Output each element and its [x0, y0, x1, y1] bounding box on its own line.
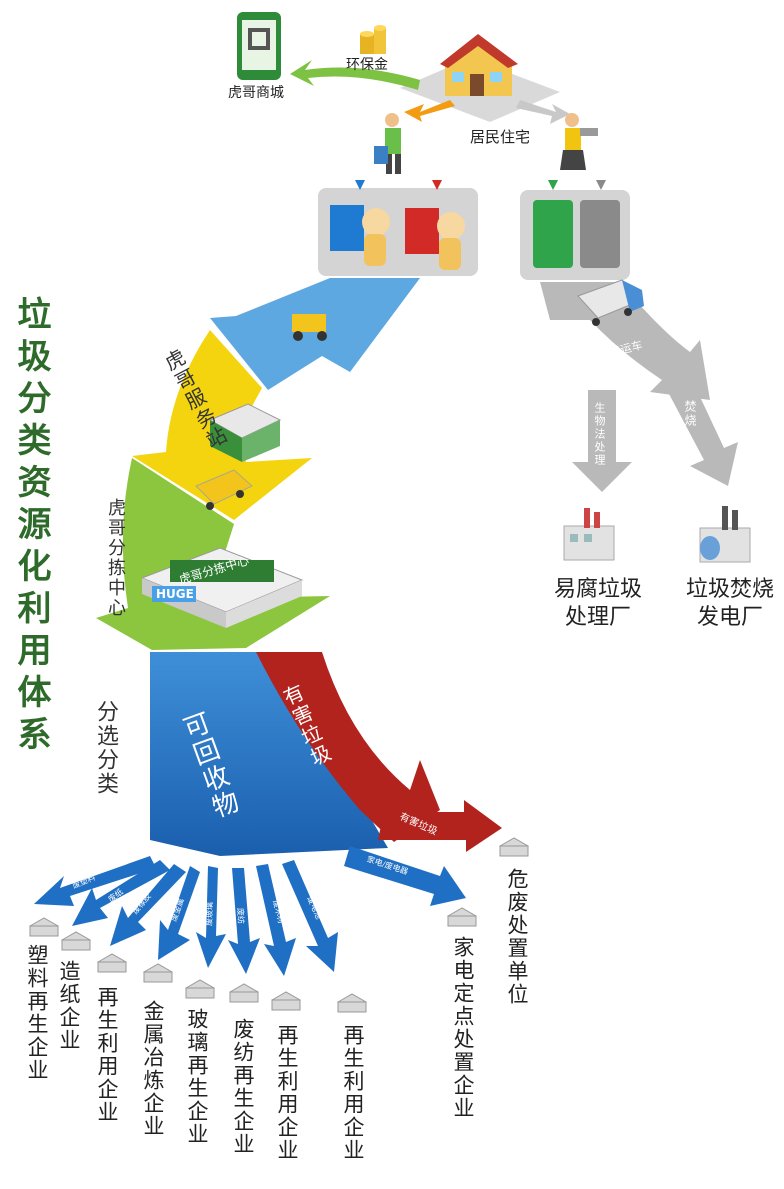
dest-textile: 废纺再生企业 [231, 1018, 255, 1156]
incinerator-plant-label: 垃圾焚烧发电厂 [685, 577, 774, 630]
incineration-label: 焚烧 [683, 400, 697, 428]
sorting-center-building-icon [140, 547, 304, 628]
biological-arrow [572, 390, 632, 492]
orange-arrow [404, 100, 455, 122]
biological-label: 生物法处理 [593, 402, 606, 467]
deposit-label: 环保金 [346, 57, 388, 73]
appliance-branch-arrow [344, 846, 466, 906]
house-icon [440, 34, 518, 96]
sanitation-truck-icon [577, 279, 644, 326]
light-blue-arrow [210, 278, 420, 390]
branch-arrow-label: 废玻璃 [204, 901, 215, 927]
red-bin-icon [405, 208, 439, 254]
gray-bin-icon [580, 200, 620, 268]
blue-bin-icon [330, 205, 364, 251]
sorting-center-label: 虎哥分拣中心 [105, 498, 126, 618]
diagram-title: 垃圾分类资源化利用体系 [11, 296, 51, 758]
dest-battery: 再生利用企业 [341, 1024, 365, 1162]
destination-building-icons [28, 837, 530, 1013]
deposit-arrow [290, 60, 420, 90]
branch-arrow-label: 废纺 [235, 907, 246, 925]
dest-rubber: 再生利用企业 [95, 986, 119, 1124]
dest-hazardous: 危废处置单位 [505, 868, 529, 1006]
blue-main-arrow [150, 652, 388, 856]
sort-classify-label: 分选分类 [93, 700, 118, 796]
tricycle-icon [292, 314, 327, 341]
van-icon [195, 469, 253, 510]
coins-icon [360, 25, 386, 54]
red-arrow [256, 652, 440, 842]
perishable-plant-icon [563, 508, 615, 561]
dest-glass: 玻璃再生企业 [185, 1008, 209, 1146]
resident-woman-icon [560, 113, 598, 170]
gray-arrow [516, 100, 570, 124]
residence-label: 居民住宅 [470, 128, 531, 146]
green-bin-icon [533, 200, 573, 268]
dest-appliance: 家电定点处置企业 [451, 936, 475, 1120]
huge-logo: HUGE [156, 587, 194, 601]
incineration-arrow [668, 384, 738, 486]
dest-wood: 再生利用企业 [275, 1024, 299, 1162]
dest-metal: 金属冶炼企业 [141, 1000, 165, 1138]
dest-paper: 造纸企业 [57, 960, 81, 1052]
service-station-icon [208, 403, 282, 462]
dest-plastic: 塑料再生企业 [25, 944, 49, 1082]
sanitation-arrow [540, 282, 710, 400]
mall-label: 虎哥商城 [228, 85, 284, 101]
resident-man-icon [374, 113, 401, 174]
red-branch-arrow [378, 800, 502, 852]
perishable-plant-label: 易腐垃圾处理厂 [553, 577, 642, 630]
incinerator-plant-icon [699, 506, 751, 563]
branch-arrows [34, 856, 338, 976]
tiger-mascot-icon [362, 208, 465, 270]
phone-icon [237, 12, 281, 80]
